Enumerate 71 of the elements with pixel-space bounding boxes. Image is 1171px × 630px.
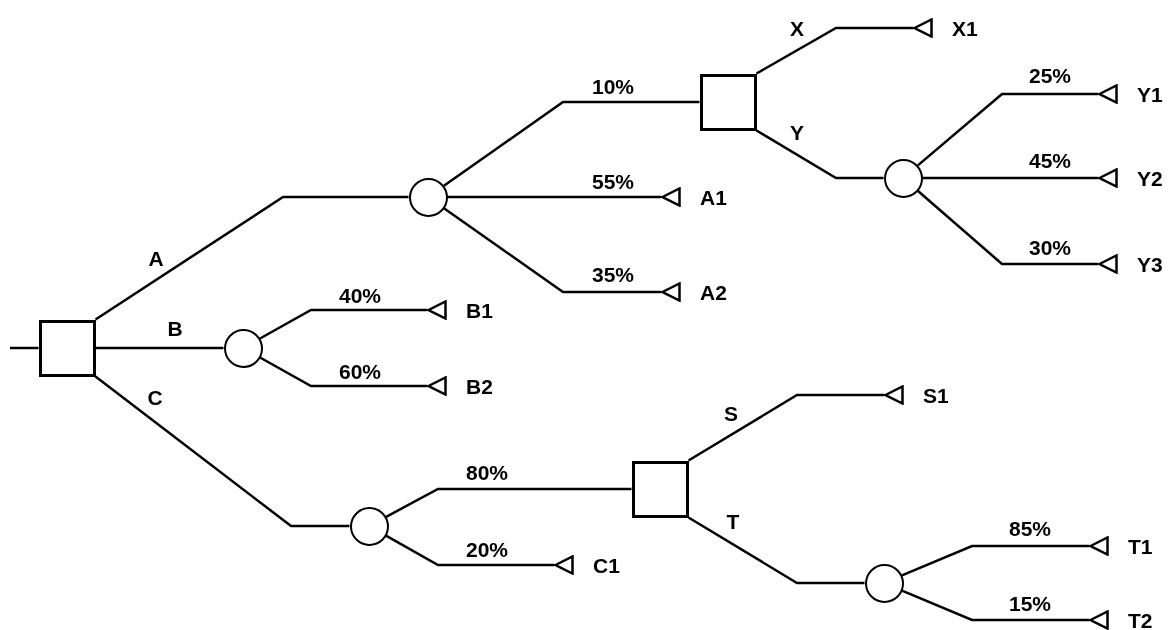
end-node bbox=[1098, 84, 1118, 104]
branch-line bbox=[917, 92, 1098, 167]
end-node bbox=[427, 300, 447, 320]
edge-label: B bbox=[167, 317, 183, 339]
branch-line bbox=[687, 516, 865, 585]
edge-label: A bbox=[148, 247, 164, 269]
branch-line bbox=[901, 544, 1089, 577]
branch-line bbox=[755, 26, 913, 75]
outcome-label: X1 bbox=[952, 17, 978, 39]
edge-label: T bbox=[726, 510, 740, 532]
edge-label: 10% bbox=[592, 75, 634, 97]
end-node bbox=[661, 282, 681, 302]
outcome-label: S1 bbox=[923, 384, 949, 406]
branch-line bbox=[94, 195, 409, 321]
end-node bbox=[661, 187, 681, 207]
branch-line bbox=[901, 589, 1089, 622]
branch-line bbox=[447, 195, 661, 199]
outcome-label: T2 bbox=[1128, 609, 1153, 630]
outcome-label: T1 bbox=[1128, 535, 1153, 557]
decision-node bbox=[38, 319, 96, 377]
outcome-label: Y1 bbox=[1137, 83, 1163, 105]
edge-label: 85% bbox=[1009, 517, 1051, 539]
chance-node bbox=[223, 328, 263, 368]
chance-node bbox=[349, 506, 389, 546]
branch-line bbox=[922, 176, 1098, 180]
outcome-label: A1 bbox=[700, 186, 727, 208]
branch-line bbox=[443, 207, 661, 294]
edge-label: 80% bbox=[466, 461, 508, 483]
end-node bbox=[1098, 254, 1118, 274]
outcome-label: Y2 bbox=[1137, 167, 1163, 189]
end-node bbox=[1089, 610, 1109, 630]
end-node bbox=[1089, 536, 1109, 556]
chance-node bbox=[408, 177, 448, 217]
branch-line bbox=[95, 346, 224, 350]
decision-node bbox=[631, 460, 689, 518]
decision-node bbox=[699, 73, 757, 131]
branch-line bbox=[259, 308, 427, 340]
outcome-label: C1 bbox=[593, 554, 620, 576]
outcome-label: A2 bbox=[700, 281, 727, 303]
edge-label: 30% bbox=[1029, 236, 1071, 258]
chance-node bbox=[883, 158, 923, 198]
outcome-label: B2 bbox=[466, 375, 493, 397]
edge-label: 25% bbox=[1029, 64, 1071, 86]
branch-line bbox=[755, 129, 884, 180]
edge-label: 60% bbox=[339, 360, 381, 382]
edge-label: C bbox=[147, 386, 163, 408]
edge-label: 45% bbox=[1029, 149, 1071, 171]
end-node bbox=[554, 555, 574, 575]
edge-label: 55% bbox=[592, 170, 634, 192]
chance-node bbox=[864, 563, 904, 603]
edge-label: 35% bbox=[592, 263, 634, 285]
edge-label: S bbox=[724, 402, 738, 424]
end-node bbox=[884, 385, 904, 405]
branch-line bbox=[385, 534, 554, 567]
edge-label: 40% bbox=[339, 284, 381, 306]
edge-label: 15% bbox=[1009, 592, 1051, 614]
end-node bbox=[913, 18, 933, 38]
branch-line bbox=[10, 346, 39, 350]
branch-line bbox=[259, 356, 427, 388]
outcome-label: B1 bbox=[466, 299, 493, 321]
edge-label: 20% bbox=[466, 538, 508, 560]
branch-line bbox=[687, 393, 884, 462]
end-node bbox=[427, 376, 447, 396]
branch-line bbox=[94, 375, 350, 528]
edge-label: Y bbox=[790, 121, 804, 143]
edge-label: X bbox=[790, 17, 804, 39]
branch-line bbox=[916, 189, 1098, 266]
branch-line bbox=[385, 487, 632, 518]
branch-line bbox=[443, 100, 700, 187]
end-node bbox=[1098, 168, 1118, 188]
outcome-label: Y3 bbox=[1137, 253, 1163, 275]
